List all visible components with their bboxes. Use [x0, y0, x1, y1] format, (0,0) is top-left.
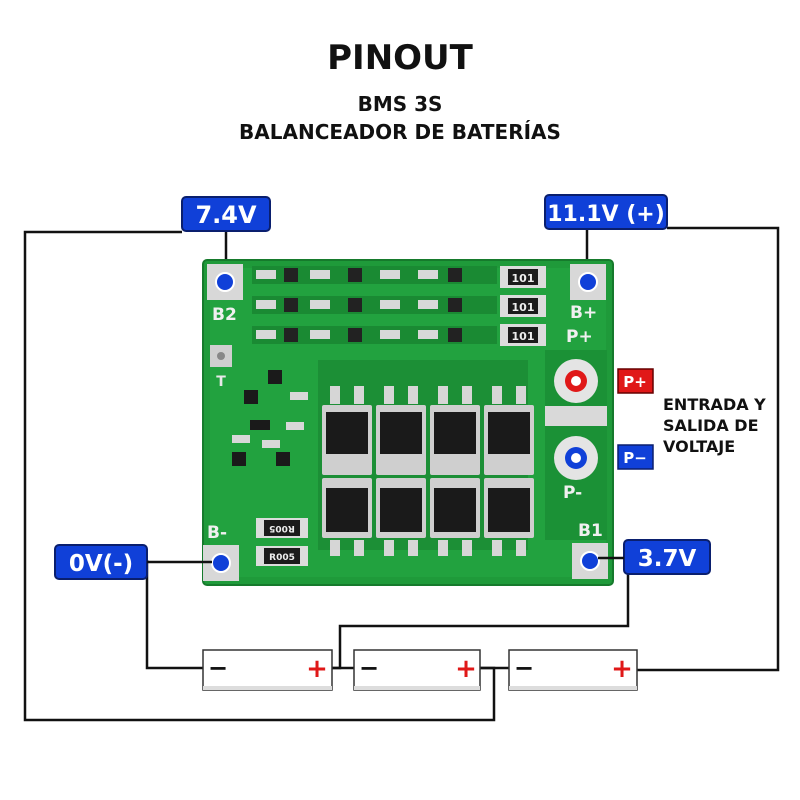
label-b-plus: 11.1V (+): [544, 194, 668, 230]
subtitle-bms: BMS 3S: [357, 92, 443, 116]
io-line-1: ENTRADA Y: [663, 395, 766, 414]
battery-3: − +: [508, 649, 638, 691]
io-line-3: VOLTAJE: [663, 437, 736, 456]
battery-2: − +: [353, 649, 481, 691]
control-ics: [232, 370, 290, 466]
label-p-plus: P+: [617, 368, 654, 394]
wire-b-minus: [145, 560, 203, 670]
battery-1-plus: +: [306, 654, 328, 684]
battery-2-plus: +: [455, 654, 477, 684]
battery-1: − +: [202, 649, 333, 691]
subtitle-balanceador: BALANCEADOR DE BATERÍAS: [239, 120, 561, 144]
silk-p-plus: P+: [566, 327, 593, 347]
wire-b-plus: [637, 226, 780, 672]
res-label-3: 101: [512, 330, 535, 343]
pcb-silk-t: T: [216, 374, 226, 390]
battery-2-minus: −: [359, 654, 379, 682]
silk-b1: B1: [578, 521, 603, 541]
silk-p-minus: P-: [563, 483, 582, 503]
mosfet-array: [318, 360, 534, 556]
balance-resistors: 101 101 101: [500, 266, 546, 346]
pcb-board: 101 101 101: [202, 259, 614, 586]
io-description: ENTRADA Y SALIDA DE VOLTAJE: [663, 394, 766, 457]
wiring: [23, 226, 780, 722]
title: PINOUT: [327, 38, 473, 78]
svg-text:0V(-): 0V(-): [69, 551, 133, 577]
shunt-resistors: R005 R005: [256, 518, 308, 566]
output-pads: [545, 350, 607, 540]
res-label-1: 101: [512, 272, 535, 285]
io-line-2: SALIDA DE: [663, 416, 759, 435]
silk-b-plus: B+: [570, 303, 597, 323]
silk-b2: B2: [212, 305, 237, 325]
pad-b2: [215, 272, 235, 292]
svg-text:7.4V: 7.4V: [195, 201, 257, 229]
label-b2: 7.4V: [181, 196, 271, 232]
balance-rows: [252, 266, 497, 344]
label-b-minus: 0V(-): [54, 544, 148, 580]
svg-text:11.1V (+): 11.1V (+): [547, 202, 665, 227]
pad-b-plus: [578, 272, 598, 292]
pad-b-minus: [211, 553, 231, 573]
res-label-2: 101: [512, 301, 535, 314]
label-p-minus: P−: [617, 444, 654, 470]
silk-b-minus: B-: [207, 523, 227, 543]
corner-pads: [203, 264, 608, 581]
battery-3-minus: −: [514, 654, 534, 682]
thermistor-pads: T: [210, 345, 232, 390]
battery-3-plus: +: [611, 654, 633, 684]
svg-text:3.7V: 3.7V: [638, 546, 697, 572]
silkscreen: B2 B+ P+ B- P- B1: [207, 303, 603, 543]
shunt-label-1: R005: [269, 523, 295, 533]
battery-1-minus: −: [208, 654, 228, 682]
label-b1: 3.7V: [623, 539, 711, 575]
svg-text:P+: P+: [623, 373, 647, 391]
shunt-label-2: R005: [269, 553, 295, 563]
svg-text:P−: P−: [623, 449, 647, 467]
pad-b1: [580, 551, 600, 571]
